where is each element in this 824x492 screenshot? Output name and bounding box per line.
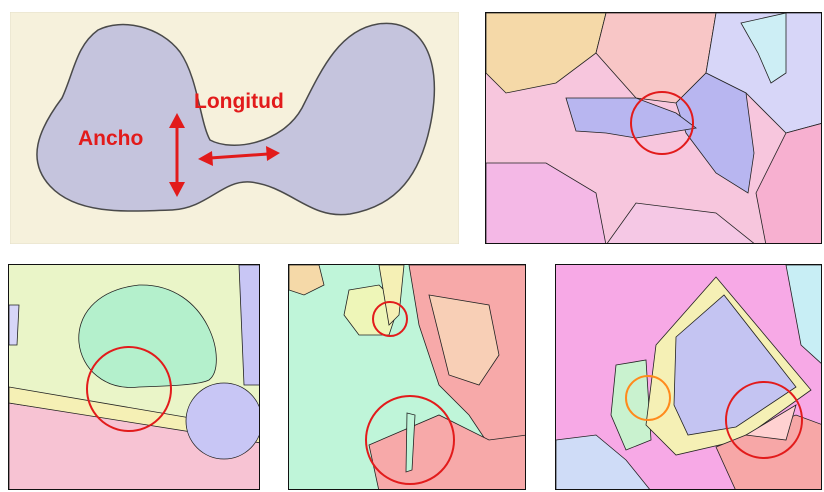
polygon-map-1 [486,13,821,243]
length-label: Longitud [194,90,284,113]
highlight-circle [630,91,694,155]
width-label: Ancho [78,127,144,150]
map-panel-3 [288,264,526,490]
polygon-map-2 [9,265,259,489]
highlight-circle-orange [625,375,671,421]
polygon-map-4 [556,265,821,489]
map-panel-1 [485,12,822,244]
map-panel-4 [555,264,822,490]
concept-panel: Ancho Longitud [10,12,459,244]
highlight-circle-small [372,301,408,337]
concept-diagram [10,12,459,244]
highlight-circle [725,381,803,459]
width-arrow [169,113,185,197]
highlight-circle [86,346,172,432]
polygon-map-3 [289,265,525,489]
length-arrow [198,146,280,166]
narrow-neck-polygon [36,22,436,216]
highlight-circle-large [365,395,455,485]
map-panel-2 [8,264,260,490]
